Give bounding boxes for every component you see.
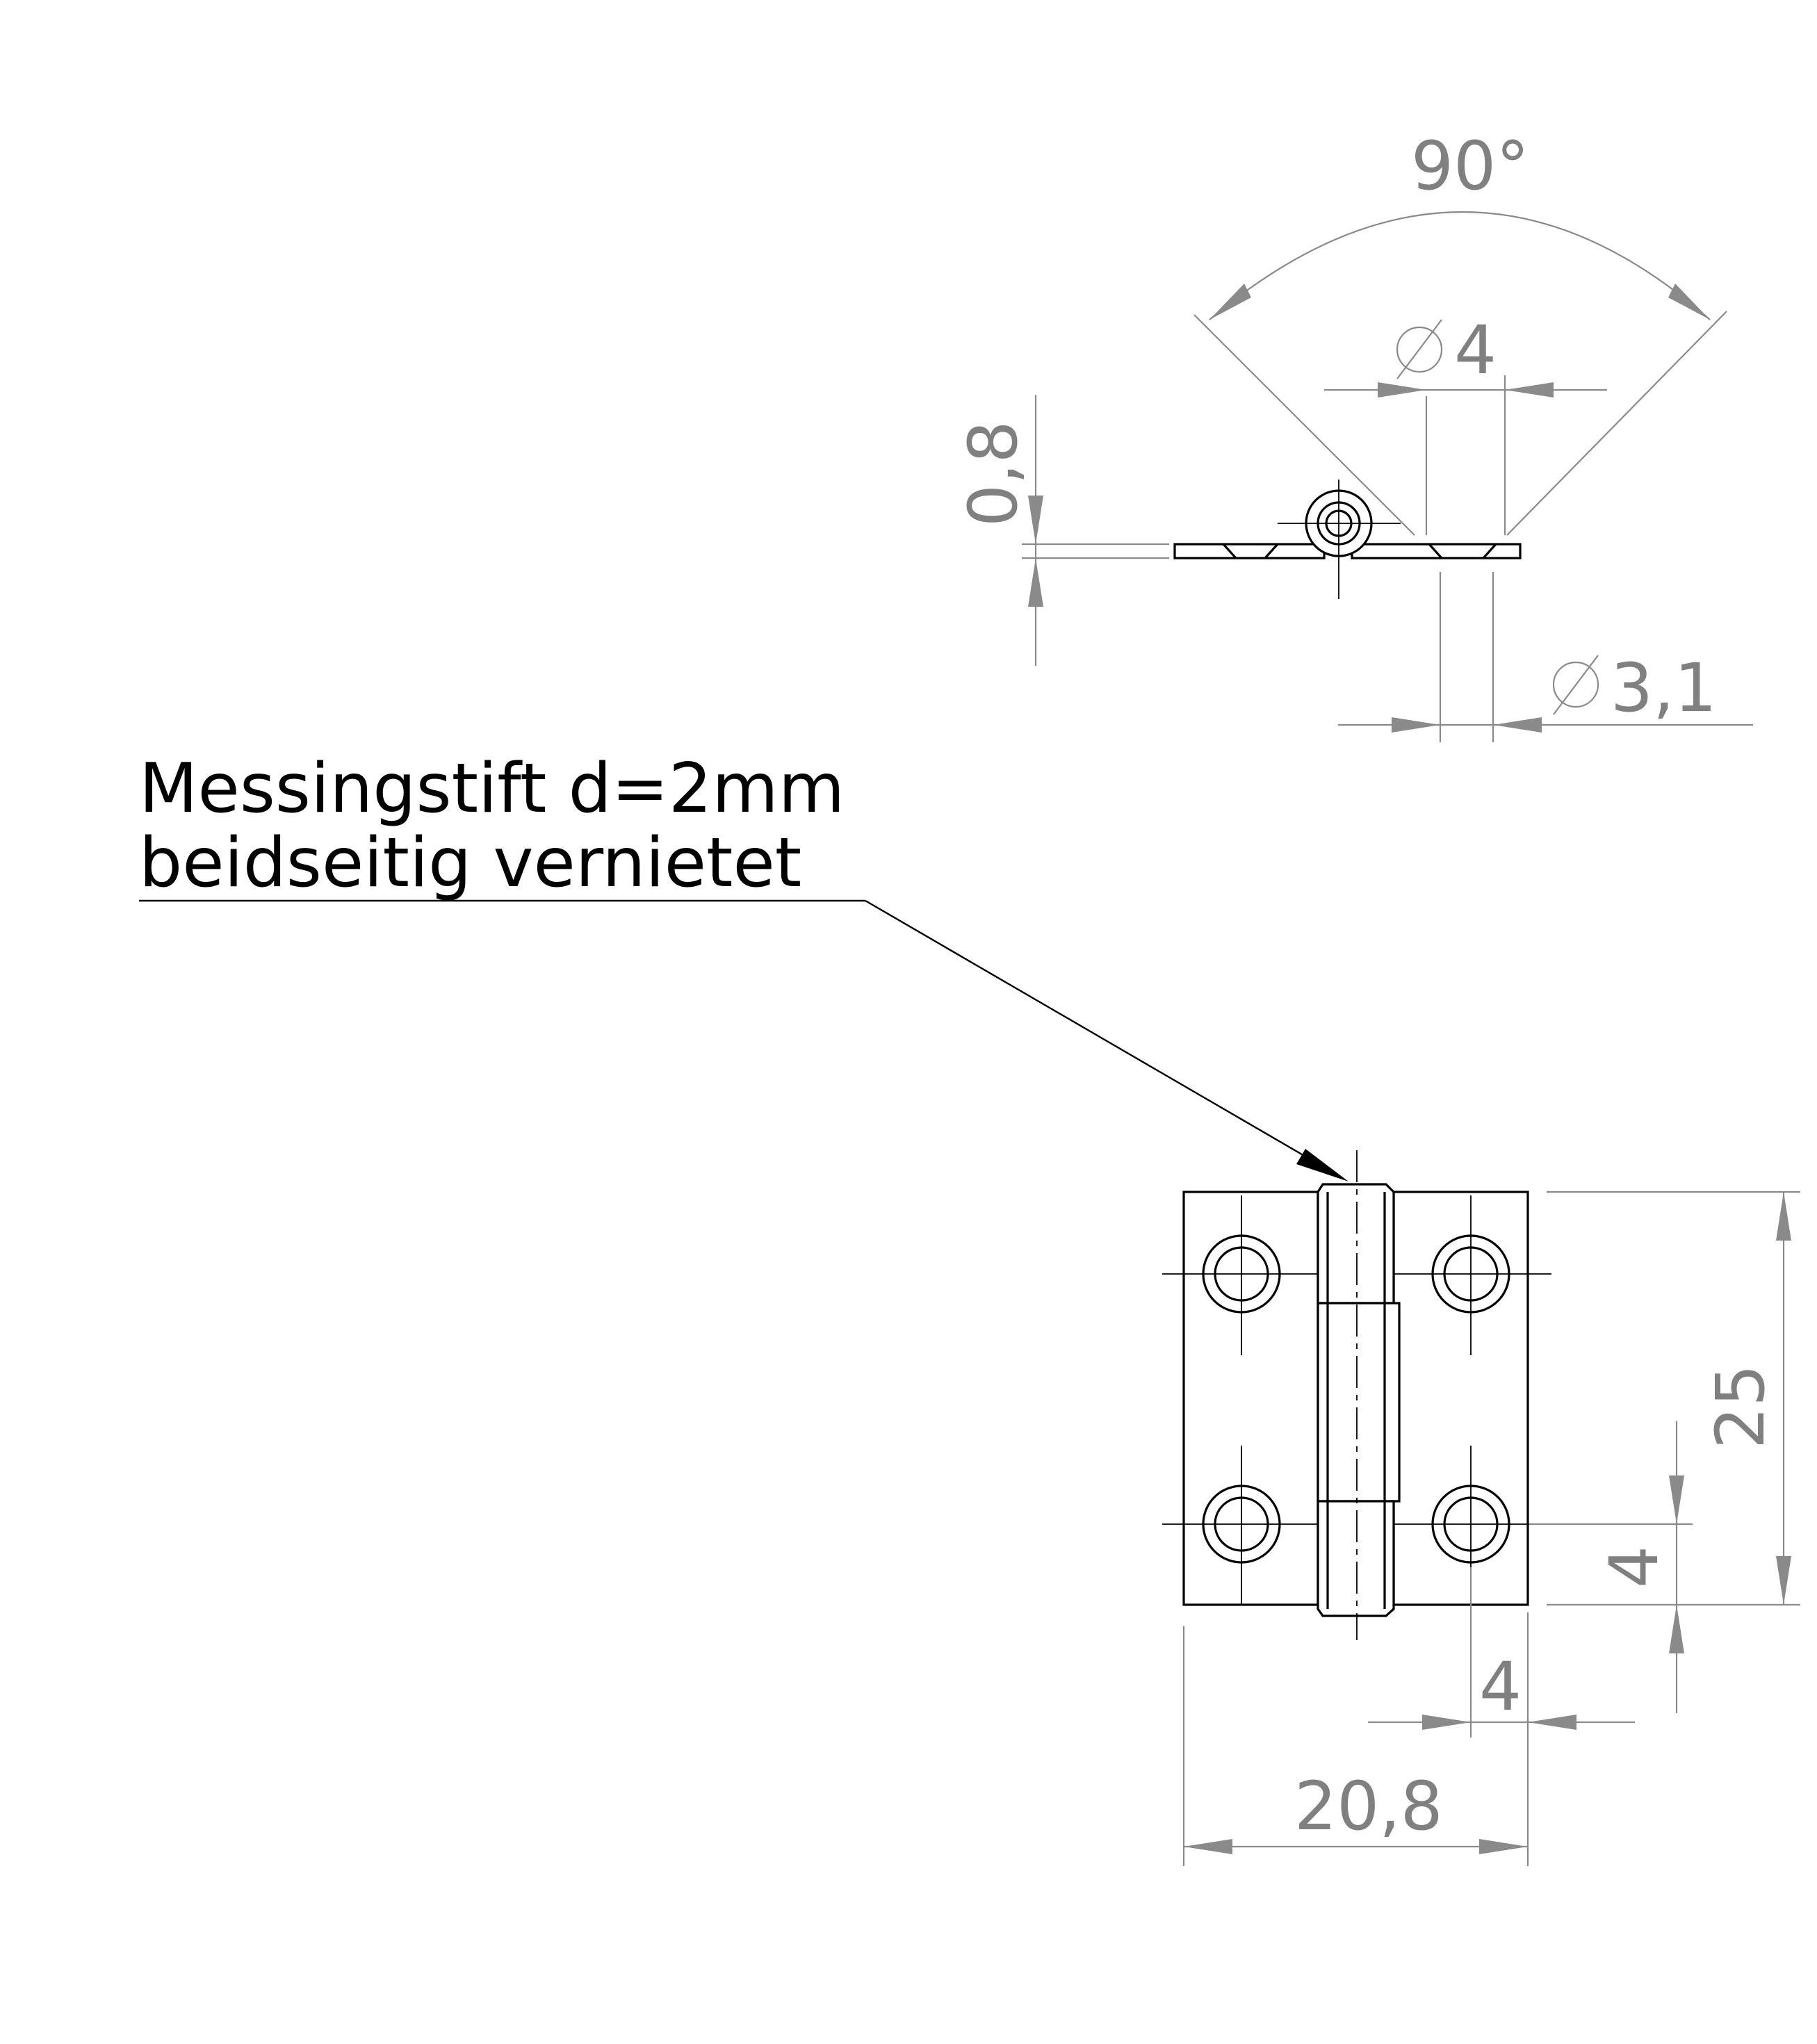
hole-bottom-left xyxy=(1162,1446,1318,1605)
note-line-2: beidseitig vernietet xyxy=(139,824,801,903)
front-view xyxy=(1162,1150,1551,1640)
note-line-1: Messingstift d=2mm xyxy=(139,749,845,828)
width-text: 20,8 xyxy=(1294,1767,1443,1845)
pin-note: Messingstift d=2mm beidseitig vernietet xyxy=(139,749,1349,1182)
countersink-left-a xyxy=(1222,543,1237,559)
angle-dimension: 90° xyxy=(1193,127,1727,536)
angle-extension-right xyxy=(1506,311,1727,536)
side-view xyxy=(1173,480,1522,599)
height-arrow-top xyxy=(1776,1192,1791,1241)
vertical-offset-dimension: 4 xyxy=(1529,1421,1693,1713)
width-arrow-left xyxy=(1184,1839,1232,1854)
knuckle-diameter-dimension: 4 xyxy=(1324,311,1607,535)
width-dimension: 20,8 xyxy=(1182,1626,1528,1866)
horizontal-offset-text: 4 xyxy=(1479,1648,1522,1726)
knuckle-top-segment xyxy=(1317,1183,1395,1305)
vertical-offset-text: 4 xyxy=(1595,1546,1673,1588)
horizontal-offset-dimension: 4 xyxy=(1368,1567,1635,1866)
thickness-arrow-top xyxy=(1028,496,1043,544)
leader-line xyxy=(865,899,1341,1178)
horizontal-offset-arrow-right xyxy=(1528,1715,1576,1730)
hole-diameter-dimension: 3,1 xyxy=(1338,572,1753,742)
vertical-offset-arrow-top xyxy=(1669,1475,1684,1524)
thickness-text: 0,8 xyxy=(954,420,1032,527)
front-view-left-leaf xyxy=(1182,1191,1319,1606)
angle-arrow-right xyxy=(1668,284,1710,320)
hole-arrow-right xyxy=(1493,717,1542,733)
knuckle-arrow-right xyxy=(1505,382,1554,398)
front-view-right-leaf xyxy=(1392,1191,1529,1606)
height-dimension: 25 xyxy=(1547,1191,1800,1606)
hole-arrow-left xyxy=(1392,717,1440,733)
hole-top-right xyxy=(1394,1195,1551,1355)
angle-arc xyxy=(1209,211,1711,320)
angle-arrow-left xyxy=(1209,284,1251,320)
knuckle-middle-segment xyxy=(1317,1302,1401,1503)
diameter-symbol-icon xyxy=(1552,655,1599,715)
height-arrow-bottom xyxy=(1776,1556,1791,1605)
countersink-left-b xyxy=(1264,543,1279,559)
width-arrow-right xyxy=(1479,1839,1528,1854)
countersink-right-b xyxy=(1482,543,1497,559)
leader-arrowhead xyxy=(1296,1149,1349,1182)
height-text: 25 xyxy=(1702,1364,1779,1449)
knuckle-bottom-segment xyxy=(1317,1500,1395,1617)
angle-extension-left xyxy=(1193,314,1415,536)
knuckle-arrow-left xyxy=(1378,382,1426,398)
knuckle-diameter-text: 4 xyxy=(1454,311,1497,389)
thickness-arrow-bottom xyxy=(1028,558,1043,607)
countersink-right-a xyxy=(1428,543,1443,559)
hole-diameter-text: 3,1 xyxy=(1611,649,1717,727)
horizontal-offset-arrow-left xyxy=(1422,1715,1471,1730)
hole-top-left xyxy=(1162,1195,1318,1355)
vertical-offset-arrow-bottom xyxy=(1669,1605,1684,1653)
diameter-symbol-icon xyxy=(1396,319,1443,379)
side-view-left-leaf xyxy=(1173,543,1326,559)
thickness-dimension: 0,8 xyxy=(954,395,1169,666)
angle-dimension-text: 90° xyxy=(1411,127,1529,205)
